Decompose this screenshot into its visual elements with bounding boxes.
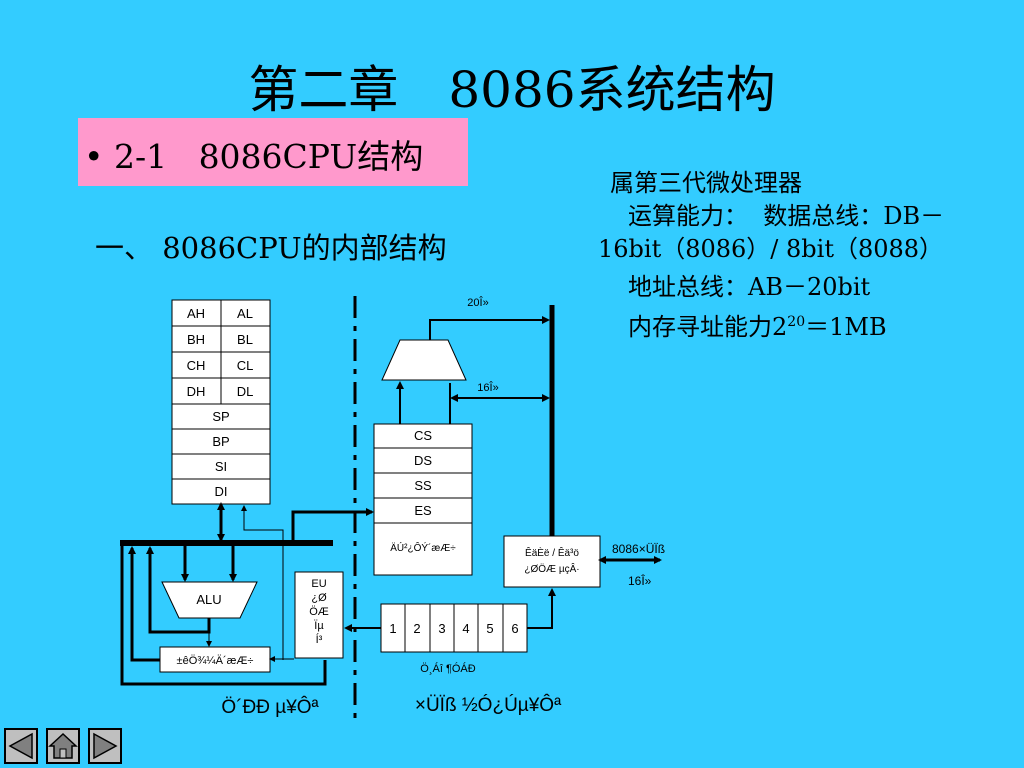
info-line-1: 属第三代微处理器 bbox=[610, 169, 802, 197]
register-cl: CL bbox=[237, 358, 254, 373]
eu-control-unit bbox=[294, 571, 344, 659]
queue-cell-1: 1 bbox=[389, 621, 396, 636]
info-line-5-exponent: 20 bbox=[787, 314, 806, 330]
bus-control-line-2: ¿ØÖÆ µçÂ· bbox=[524, 562, 579, 575]
eu-control-line-2: ¿Ø bbox=[311, 592, 327, 604]
register-bh: BH bbox=[187, 332, 205, 347]
instruction-queue-label: Ö¸Áî ¶ÓÁÐ bbox=[420, 662, 475, 675]
triangle-left-icon bbox=[8, 732, 33, 760]
address-adder bbox=[381, 339, 467, 381]
register-si: SI bbox=[215, 459, 227, 474]
register-ds: DS bbox=[414, 453, 432, 468]
eu-control-line-1: EU bbox=[311, 578, 326, 590]
bus-interface-unit-caption: ×ÜÏß ½Ó¿Úµ¥Ôª bbox=[415, 694, 562, 716]
diagram-subtitle: 一、 8086CPU的内部结构 bbox=[95, 231, 447, 265]
general-register-file: AH AL BH BL CH CL DH DL SP BP SI DI bbox=[171, 299, 271, 505]
external-bus-label: 8086×ÜÏß bbox=[612, 542, 665, 556]
slide-title: 第二章 8086系统结构 bbox=[248, 61, 776, 119]
section-heading: • 2-1 8086CPU结构 bbox=[84, 137, 424, 176]
register-cs: CS bbox=[414, 428, 432, 443]
info-line-2: 运算能力： 数据总线：DB－ bbox=[628, 202, 945, 230]
address-bus-width-label: 20Î» bbox=[467, 296, 488, 309]
queue-cell-6: 6 bbox=[511, 621, 518, 636]
alu-block bbox=[161, 581, 258, 619]
register-bl: BL bbox=[237, 332, 253, 347]
eu-control-line-5: Í³ bbox=[316, 633, 323, 646]
home-button[interactable] bbox=[46, 728, 80, 764]
bus-control-to-queue bbox=[527, 588, 556, 629]
eu-control-line-4: Ïµ bbox=[314, 620, 324, 632]
external-bus-width-label: 16Î» bbox=[628, 573, 652, 588]
register-ss: SS bbox=[414, 478, 432, 493]
register-bp: BP bbox=[212, 434, 229, 449]
register-dh: DH bbox=[187, 384, 206, 399]
bus-control-line-1: ÊäÈë / Êä³ö bbox=[525, 546, 579, 559]
execution-unit-caption: Ö´ÐÐ µ¥Ôª bbox=[221, 696, 319, 718]
triangle-right-icon bbox=[93, 732, 118, 760]
flags-register-label: ±êÖ¾¼Ä´æÆ÷ bbox=[177, 655, 254, 667]
eu-control-line-3: ÖÆ bbox=[309, 606, 329, 618]
register-dl: DL bbox=[237, 384, 254, 399]
queue-cell-2: 2 bbox=[413, 621, 420, 636]
internal-temp-register-label: ÄÚ²¿ÔÝ´æÆ÷ bbox=[390, 541, 456, 554]
queue-cell-3: 3 bbox=[438, 621, 445, 636]
info-line-5-prefix: 内存寻址能力2 bbox=[628, 313, 788, 341]
eu-control-return-path bbox=[120, 546, 327, 686]
alu-label: ALU bbox=[196, 592, 221, 607]
register-ch: CH bbox=[187, 358, 206, 373]
flags-feedback-path bbox=[128, 546, 160, 662]
home-icon bbox=[48, 732, 78, 759]
prev-slide-button[interactable] bbox=[4, 728, 38, 764]
segment-register-file: CS DS SS ES ÄÚ²¿ÔÝ´æÆ÷ bbox=[373, 423, 473, 576]
flags-register bbox=[159, 646, 271, 673]
register-sp: SP bbox=[212, 409, 229, 424]
bus-control-circuit bbox=[503, 535, 601, 588]
next-slide-button[interactable] bbox=[88, 728, 122, 764]
queue-cell-5: 5 bbox=[486, 621, 493, 636]
register-control-link bbox=[241, 505, 284, 660]
info-line-4: 地址总线：AB－20bit bbox=[628, 273, 871, 301]
queue-cell-4: 4 bbox=[462, 621, 469, 636]
section-highlight-box bbox=[78, 118, 468, 186]
instruction-queue: 1 2 3 4 5 6 bbox=[380, 603, 528, 653]
info-line-5: 内存寻址能力220＝1MB bbox=[628, 307, 887, 342]
info-line-3: 16bit（8086）/ 8bit（8088） bbox=[598, 235, 944, 263]
info-line-5-suffix: ＝1MB bbox=[805, 313, 887, 341]
adder-to-address-bus bbox=[429, 316, 550, 340]
register-ah: AH bbox=[187, 306, 205, 321]
data-bus-width-label: 16Î» bbox=[477, 381, 498, 394]
register-al: AL bbox=[237, 306, 253, 321]
register-di: DI bbox=[215, 484, 228, 499]
bus-to-temp-register-arrow bbox=[291, 508, 374, 540]
register-es: ES bbox=[414, 503, 432, 518]
